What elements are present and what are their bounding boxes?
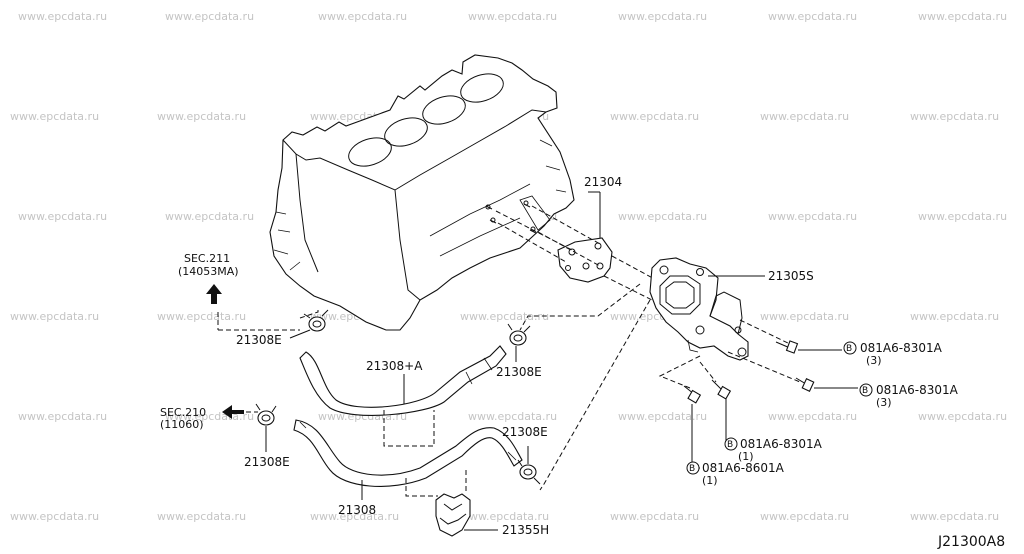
part-label-21308e-left[interactable]: 21308E	[244, 455, 290, 469]
watermark-text: www.epcdata.ru	[618, 10, 707, 23]
watermark-text: www.epcdata.ru	[768, 10, 857, 23]
dash-hose-box-2	[405, 470, 467, 497]
bolt-label-4[interactable]: B 081A6-8601A (1)	[686, 461, 785, 487]
watermark-text: www.epcdata.ru	[918, 410, 1007, 423]
clamp-mid-illustration	[507, 323, 531, 346]
watermark-text: www.epcdata.ru	[918, 210, 1007, 223]
dash-cooler-to-hoses	[519, 283, 651, 491]
watermark-text: www.epcdata.ru	[310, 510, 399, 523]
watermark-text: www.epcdata.ru	[157, 510, 246, 523]
dash-cooler-bolt-1	[739, 319, 791, 345]
oil-cooler-gasket-illustration	[485, 200, 661, 301]
watermark-text: www.epcdata.ru	[760, 510, 849, 523]
bolt-qty: (3)	[866, 354, 882, 367]
lower-hose-illustration	[293, 419, 523, 487]
watermark-text: www.epcdata.ru	[10, 110, 99, 123]
bolt-qty: (1)	[702, 474, 718, 487]
clamp-top-left-illustration	[303, 309, 329, 332]
watermark-text: www.epcdata.ru	[760, 110, 849, 123]
bolt-label-1[interactable]: B 081A6-8301A (3)	[843, 341, 943, 367]
watermark-text: www.epcdata.ru	[468, 410, 557, 423]
hose-clip-illustration	[435, 493, 471, 537]
bolt-code: 081A6-8301A	[876, 383, 959, 397]
bolt-illustration-1	[775, 340, 842, 354]
watermark-text: www.epcdata.ru	[10, 510, 99, 523]
watermark-text: www.epcdata.ru	[18, 10, 107, 23]
watermark-text: www.epcdata.ru	[618, 210, 707, 223]
watermark-text: www.epcdata.ru	[468, 10, 557, 23]
clamp-bottom-illustration	[517, 459, 541, 485]
watermark-text: www.epcdata.ru	[918, 10, 1007, 23]
section-ref-211[interactable]: SEC.211	[184, 252, 230, 265]
watermark-text: www.epcdata.ru	[460, 510, 549, 523]
dash-hose-box-1	[383, 410, 435, 447]
leader-21308e-top	[289, 329, 311, 339]
watermark-text: www.epcdata.ru	[157, 110, 246, 123]
part-label-21305s[interactable]: 21305S	[768, 269, 814, 283]
oil-cooler-illustration	[649, 257, 749, 361]
part-label-21308[interactable]: 21308	[338, 503, 376, 517]
watermark-text: www.epcdata.ru	[610, 510, 699, 523]
watermark-text: www.epcdata.ru	[618, 410, 707, 423]
bolt-code: 081A6-8301A	[740, 437, 823, 451]
upper-hose-illustration	[299, 345, 507, 416]
watermark-text: www.epcdata.ru	[760, 310, 849, 323]
part-label-21355h[interactable]: 21355H	[502, 523, 549, 537]
dash-clamp-top	[217, 308, 319, 331]
watermark-text: www.epcdata.ru	[165, 210, 254, 223]
bolt-marker-letter: B	[727, 440, 733, 450]
bolt-illustration-4	[683, 385, 702, 469]
bolt-qty: (1)	[738, 450, 754, 463]
watermark-text: www.epcdata.ru	[165, 10, 254, 23]
watermark-text: www.epcdata.ru	[157, 310, 246, 323]
part-label-21304[interactable]: 21304	[584, 175, 622, 189]
watermark-text: www.epcdata.ru	[18, 410, 107, 423]
dash-cooler-bolt-2	[658, 351, 801, 389]
bolt-illustration-3	[711, 379, 736, 445]
engine-block-illustration	[269, 54, 575, 331]
clamp-left-illustration	[255, 403, 277, 426]
bolt-marker-letter: B	[862, 386, 868, 396]
watermark-text: www.epcdata.ru	[460, 310, 549, 323]
bolt-label-2[interactable]: B 081A6-8301A (3)	[859, 383, 959, 409]
watermark-text: www.epcdata.ru	[10, 310, 99, 323]
watermark-text: www.epcdata.ru	[910, 110, 999, 123]
bolt-label-3[interactable]: B 081A6-8301A (1)	[724, 437, 823, 463]
bolt-code: 081A6-8601A	[702, 461, 785, 475]
diagram-code: J21300A8	[937, 534, 1005, 550]
watermark-layer: www.epcdata.ru www.epcdata.ru www.epcdata.…	[10, 10, 1007, 523]
section-ref-211-code: (14053MA)	[178, 265, 239, 278]
watermark-text: www.epcdata.ru	[18, 210, 107, 223]
watermark-text: www.epcdata.ru	[910, 510, 999, 523]
section-ref-210[interactable]: SEC.210	[160, 406, 206, 419]
part-label-21308e-bottom[interactable]: 21308E	[502, 425, 548, 439]
part-label-21308a[interactable]: 21308+A	[366, 359, 423, 373]
watermark-text: www.epcdata.ru	[768, 210, 857, 223]
watermark-text: www.epcdata.ru	[318, 10, 407, 23]
bolt-code: 081A6-8301A	[860, 341, 943, 355]
part-label-21308e-top[interactable]: 21308E	[236, 333, 282, 347]
watermark-text: www.epcdata.ru	[910, 310, 999, 323]
part-label-21308e-mid[interactable]: 21308E	[496, 365, 542, 379]
watermark-text: www.epcdata.ru	[610, 110, 699, 123]
bolt-marker-letter: B	[846, 344, 852, 354]
bolt-qty: (3)	[876, 396, 892, 409]
arrow-up-icon	[206, 284, 222, 304]
section-ref-210-code: (11060)	[160, 418, 204, 431]
bolt-marker-letter: B	[689, 464, 695, 474]
watermark-text: www.epcdata.ru	[768, 410, 857, 423]
bolt-illustration-2	[795, 377, 858, 392]
arrow-left-icon	[222, 405, 244, 419]
